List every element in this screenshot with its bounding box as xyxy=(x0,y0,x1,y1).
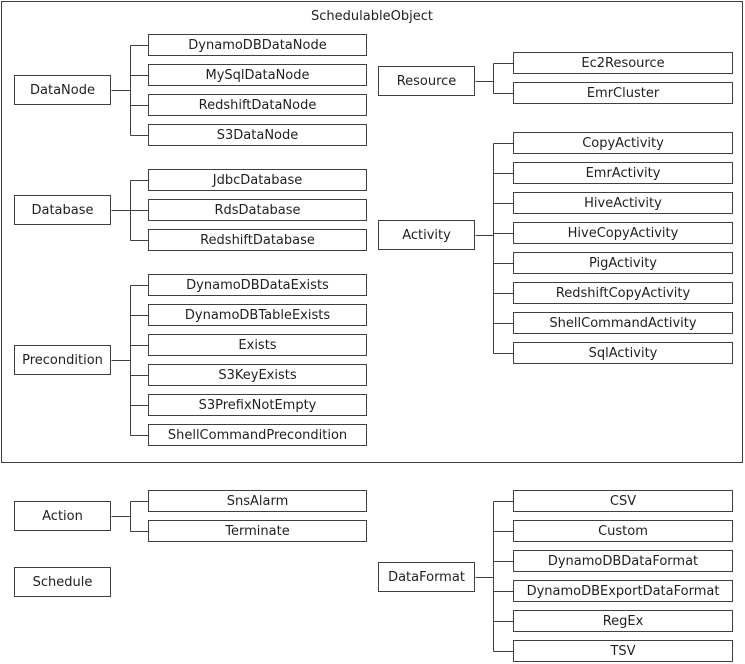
subclass-box-rdsdatabase: RdsDatabase xyxy=(148,199,367,221)
subclass-box-tsv: TSV xyxy=(513,640,733,662)
class-box-activity: Activity xyxy=(378,220,475,250)
diagram-title: SchedulableObject xyxy=(311,9,433,24)
class-box-schedule: Schedule xyxy=(14,567,111,597)
subclass-box-exists: Exists xyxy=(148,334,367,356)
subclass-box-jdbcdatabase: JdbcDatabase xyxy=(148,169,367,191)
subclass-box-ec2resource: Ec2Resource xyxy=(513,52,733,74)
subclass-box-dynamodbexportdataformat: DynamoDBExportDataFormat xyxy=(513,580,733,602)
subclass-box-dynamodbtableexists: DynamoDBTableExists xyxy=(148,304,367,326)
subclass-box-emractivity: EmrActivity xyxy=(513,162,733,184)
class-box-precondition: Precondition xyxy=(14,345,111,375)
schedulable-object-container: SchedulableObject xyxy=(1,1,743,463)
subclass-box-s3prefixnotempty: S3PrefixNotEmpty xyxy=(148,394,367,416)
subclass-box-shellcommandactivity: ShellCommandActivity xyxy=(513,312,733,334)
subclass-box-csv: CSV xyxy=(513,490,733,512)
class-box-resource: Resource xyxy=(378,66,475,96)
subclass-box-sqlactivity: SqlActivity xyxy=(513,342,733,364)
class-box-action: Action xyxy=(14,501,111,531)
subclass-box-s3keyexists: S3KeyExists xyxy=(148,364,367,386)
subclass-box-custom: Custom xyxy=(513,520,733,542)
subclass-box-s3datanode: S3DataNode xyxy=(148,124,367,146)
subclass-box-dynamodbdatanode: DynamoDBDataNode xyxy=(148,34,367,56)
subclass-box-pigactivity: PigActivity xyxy=(513,252,733,274)
class-box-dataformat: DataFormat xyxy=(378,562,475,592)
subclass-box-regex: RegEx xyxy=(513,610,733,632)
subclass-box-hiveactivity: HiveActivity xyxy=(513,192,733,214)
subclass-box-snsalarm: SnsAlarm xyxy=(148,490,367,512)
subclass-box-redshiftdatabase: RedshiftDatabase xyxy=(148,229,367,251)
subclass-box-emrcluster: EmrCluster xyxy=(513,82,733,104)
subclass-box-dynamodbdataexists: DynamoDBDataExists xyxy=(148,274,367,296)
subclass-box-terminate: Terminate xyxy=(148,520,367,542)
subclass-box-dynamodbdataformat: DynamoDBDataFormat xyxy=(513,550,733,572)
subclass-box-shellcommandprecondition: ShellCommandPrecondition xyxy=(148,424,367,446)
subclass-box-redshiftcopyactivity: RedshiftCopyActivity xyxy=(513,282,733,304)
class-box-datanode: DataNode xyxy=(14,75,111,105)
class-box-database: Database xyxy=(14,195,111,225)
subclass-box-mysqldatanode: MySqlDataNode xyxy=(148,64,367,86)
subclass-box-redshiftdatanode: RedshiftDataNode xyxy=(148,94,367,116)
subclass-box-copyactivity: CopyActivity xyxy=(513,132,733,154)
subclass-box-hivecopyactivity: HiveCopyActivity xyxy=(513,222,733,244)
